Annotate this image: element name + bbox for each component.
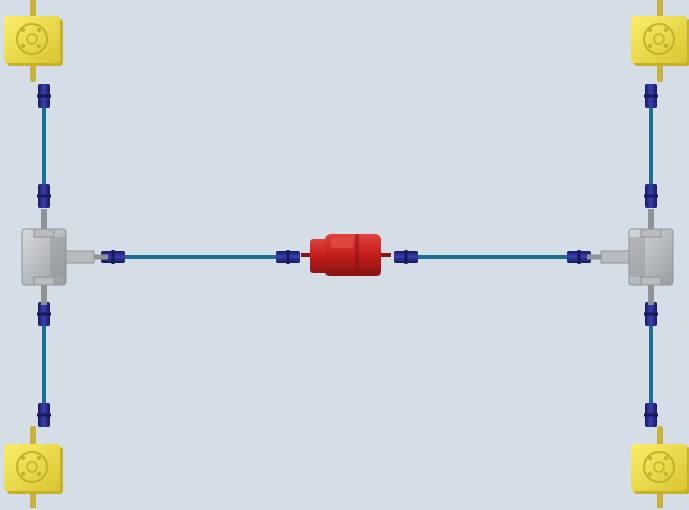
jack-body (4, 444, 60, 491)
jack-hub (26, 461, 38, 473)
coupling-joint (286, 250, 290, 264)
coupling-joint (644, 194, 658, 198)
coupling-joint (37, 94, 51, 98)
jack-face (643, 23, 675, 55)
motor-shaft-left (301, 253, 311, 257)
motor-terminal-box (331, 238, 353, 248)
jack-bolt (663, 455, 669, 461)
coupling-joint (111, 250, 115, 264)
jack-hub (26, 33, 38, 45)
jack-body (631, 444, 687, 491)
coupling (644, 84, 658, 108)
jack-bolt (663, 43, 669, 49)
coupling (644, 184, 658, 208)
coupling-joint (37, 413, 51, 417)
gearbox-shaft-bottom (648, 285, 654, 305)
jack-bolt (20, 27, 26, 33)
gearbox-side-shade (629, 237, 645, 277)
gearbox-shaft-top (648, 209, 654, 229)
jack-bolt (20, 455, 26, 461)
jack-bolt (663, 471, 669, 477)
coupling-joint (37, 194, 51, 198)
motor-base (325, 269, 381, 276)
jack-bolt (20, 471, 26, 477)
jack-hub (653, 461, 665, 473)
jack-top-right (631, 0, 689, 82)
gearbox-bottom-flange (640, 276, 662, 286)
coupling (37, 84, 51, 108)
jack-bolt (647, 43, 653, 49)
gearbox-shaft-bottom (41, 285, 47, 305)
gearbox-side-shade (50, 237, 66, 277)
jack-bolt (20, 43, 26, 49)
jack-face (16, 23, 48, 55)
motor (301, 234, 391, 276)
gearbox-output-housing (600, 250, 630, 264)
coupling-joint (644, 413, 658, 417)
coupling (276, 250, 300, 264)
gearbox-shaft-top (41, 209, 47, 229)
gearbox-output-shaft (94, 254, 108, 260)
jack-bolt (647, 455, 653, 461)
coupling-joint (577, 250, 581, 264)
jack-body (631, 16, 687, 63)
coupling (101, 250, 125, 264)
gearbox-top-flange (640, 228, 662, 238)
jack-face (643, 451, 675, 483)
jack-bolt (36, 455, 42, 461)
gearbox-left (21, 209, 108, 305)
jack-input-shaft (30, 426, 36, 446)
motor-shaft-right (379, 253, 391, 257)
jack-bolt (663, 27, 669, 33)
jack-input-shaft (657, 62, 663, 82)
coupling (644, 403, 658, 427)
jack-hub (653, 33, 665, 45)
gearbox-output-shaft (587, 254, 601, 260)
coupling-joint (644, 94, 658, 98)
jack-bolt (36, 43, 42, 49)
jack-top-left (4, 0, 63, 82)
jack-input-shaft (30, 62, 36, 82)
gearbox-right (587, 209, 674, 305)
jack-bottom-right (631, 426, 689, 508)
coupling-joint (644, 312, 658, 316)
jack-body (4, 16, 60, 63)
coupling (394, 250, 418, 264)
jack-face (16, 451, 48, 483)
coupling-joint (37, 312, 51, 316)
coupling (37, 184, 51, 208)
coupling (37, 302, 51, 326)
gearbox-output-housing (65, 250, 95, 264)
motor-end-cap (310, 239, 328, 273)
gearbox-bottom-flange (33, 276, 55, 286)
coupling (567, 250, 591, 264)
coupling-joint (404, 250, 408, 264)
motor-band (355, 234, 359, 276)
coupling (644, 302, 658, 326)
gearbox-top-flange (33, 228, 55, 238)
jack-bolt (647, 471, 653, 477)
jack-input-shaft (657, 426, 663, 446)
jack-bolt (36, 27, 42, 33)
jack-bolt (647, 27, 653, 33)
jack-bottom-left (4, 426, 63, 508)
jack-bolt (36, 471, 42, 477)
coupling (37, 403, 51, 427)
